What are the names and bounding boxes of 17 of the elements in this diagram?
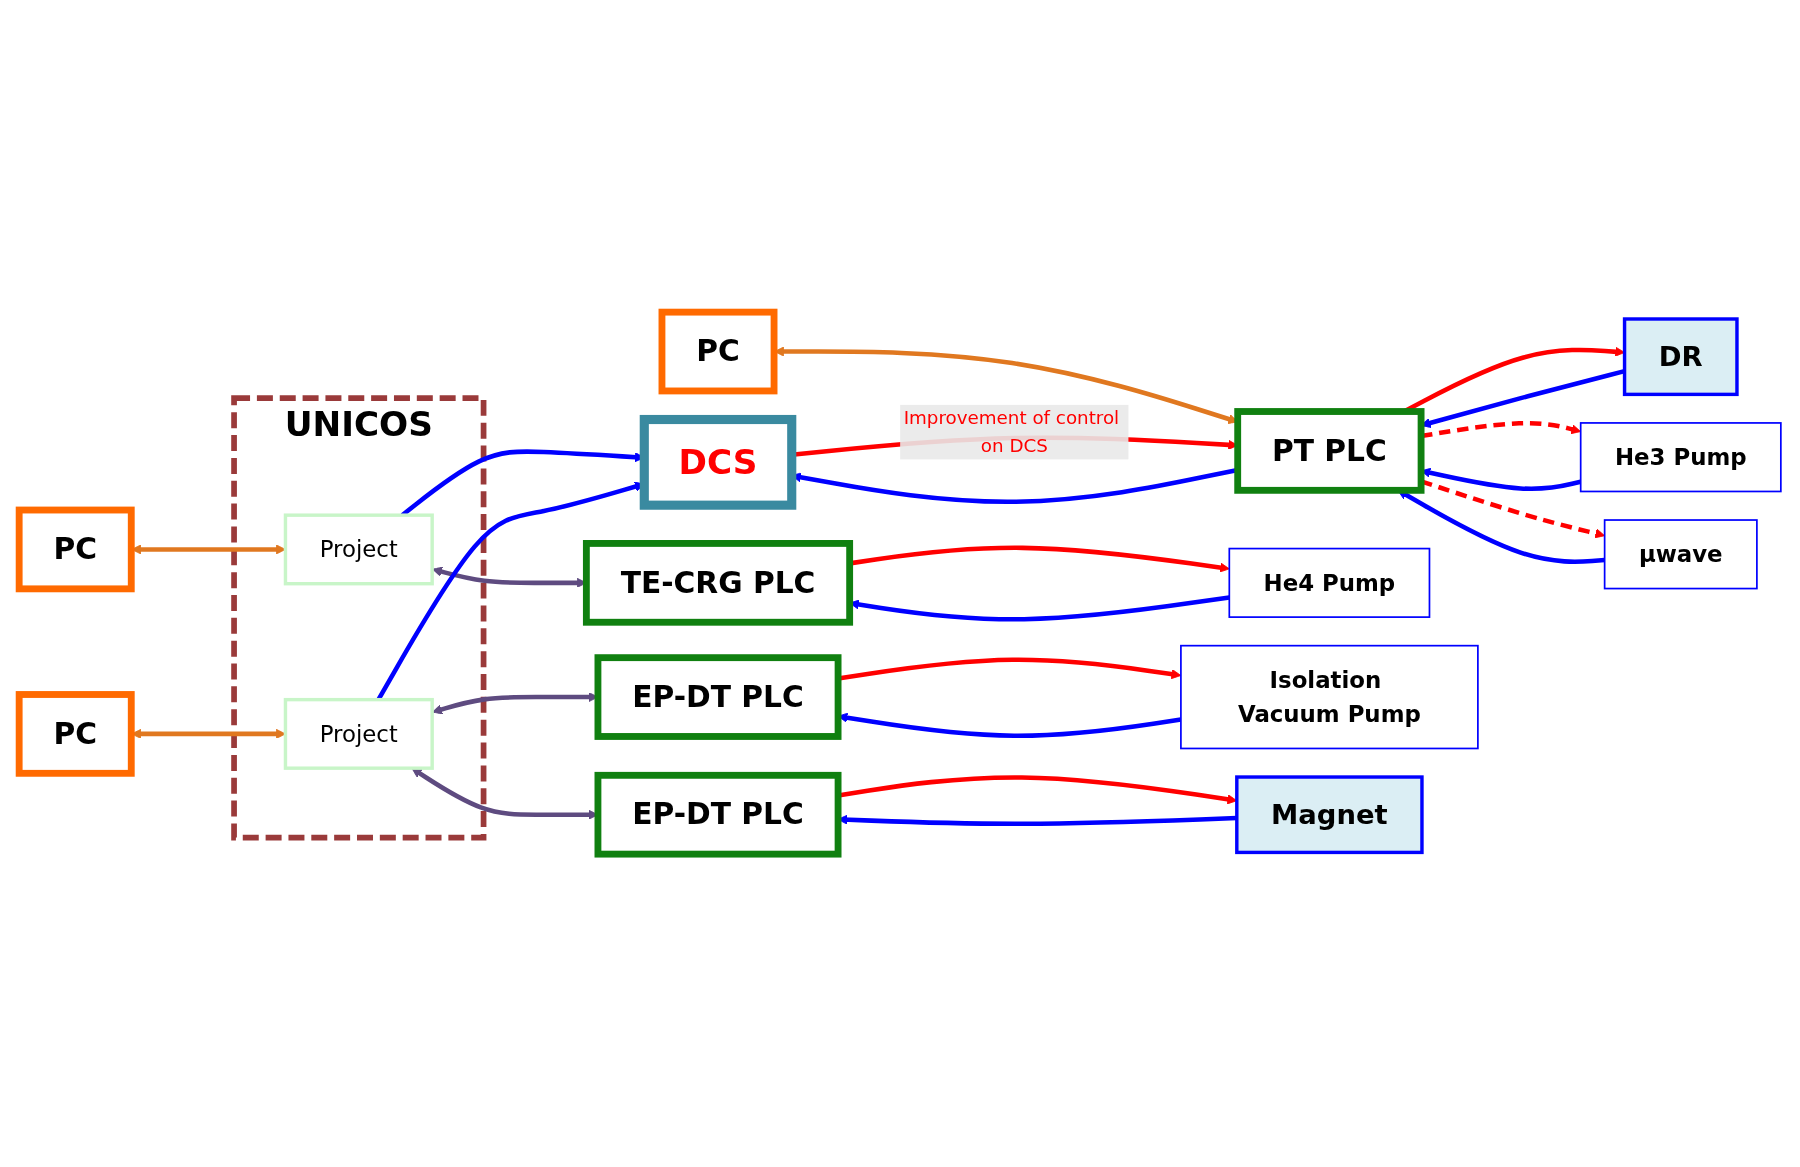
edge-label: Improvement of control on DCS xyxy=(903,407,1120,457)
node-box: He4 Pump xyxy=(1228,548,1431,619)
node-box: EP-DT PLC xyxy=(594,654,842,741)
node-box: Project xyxy=(283,698,434,771)
node-box: Project xyxy=(283,513,434,586)
node-box: µwave xyxy=(1603,519,1758,590)
node-box: TE-CRG PLC xyxy=(582,540,854,627)
node-box: Isolation Vacuum Pump xyxy=(1180,645,1479,750)
node-box: PC xyxy=(658,309,778,395)
node-box: EP-DT PLC xyxy=(594,772,842,858)
node-box: DCS xyxy=(639,415,797,511)
node-box: He3 Pump xyxy=(1579,422,1782,493)
node-box: PT PLC xyxy=(1234,408,1425,495)
node-box: PC xyxy=(15,506,135,593)
node-box: PC xyxy=(15,691,135,778)
node-box: DR xyxy=(1622,317,1739,397)
node-box: Magnet xyxy=(1235,775,1424,855)
